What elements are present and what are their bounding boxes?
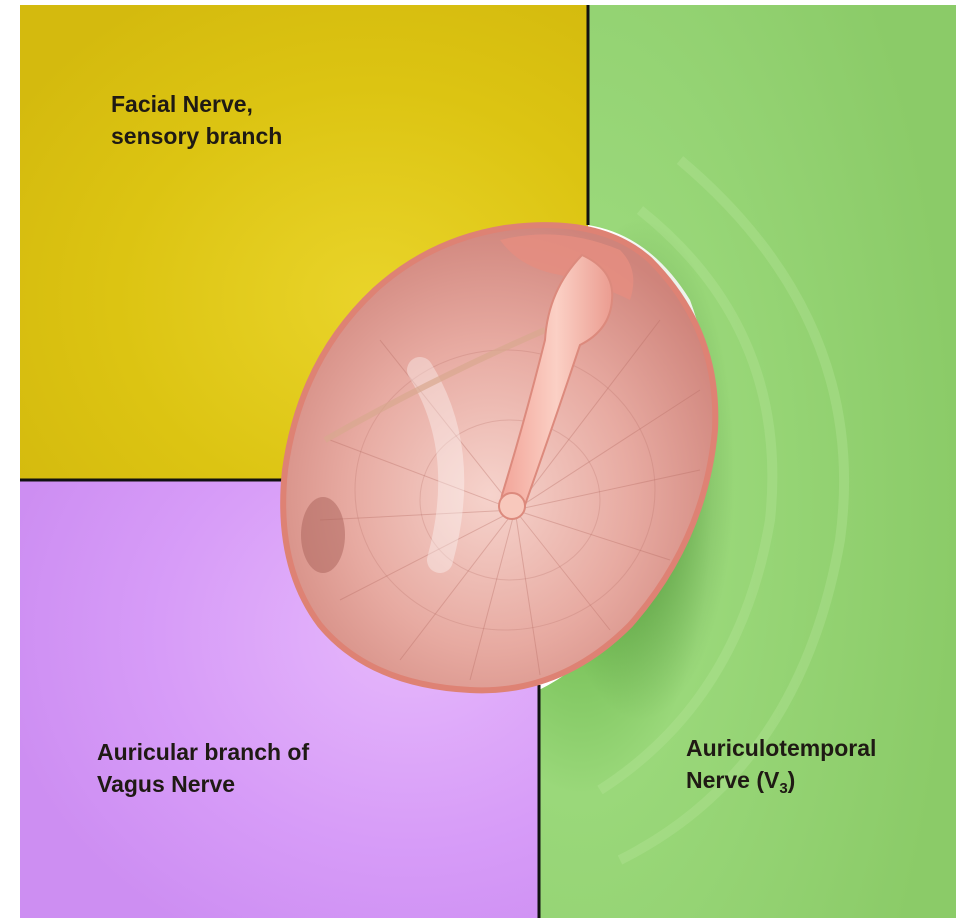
facial-nerve-label: Facial Nerve, sensory branch [111, 88, 282, 152]
auriculotemporal-label-subscript: 3 [779, 780, 787, 797]
facial-nerve-label-line2: sensory branch [111, 120, 282, 152]
facial-nerve-label-line1: Facial Nerve, [111, 88, 282, 120]
vagus-nerve-label-line1: Auricular branch of [97, 736, 309, 768]
vagus-nerve-label: Auricular branch of Vagus Nerve [97, 736, 309, 800]
auriculotemporal-label-line2: Nerve (V3) [686, 764, 876, 805]
vagus-nerve-label-line2: Vagus Nerve [97, 768, 309, 800]
auriculotemporal-nerve-label: Auriculotemporal Nerve (V3) [686, 732, 876, 805]
auriculotemporal-label-close: ) [788, 767, 796, 793]
auriculotemporal-label-text: Nerve (V [686, 767, 779, 793]
auriculotemporal-label-line1: Auriculotemporal [686, 732, 876, 764]
